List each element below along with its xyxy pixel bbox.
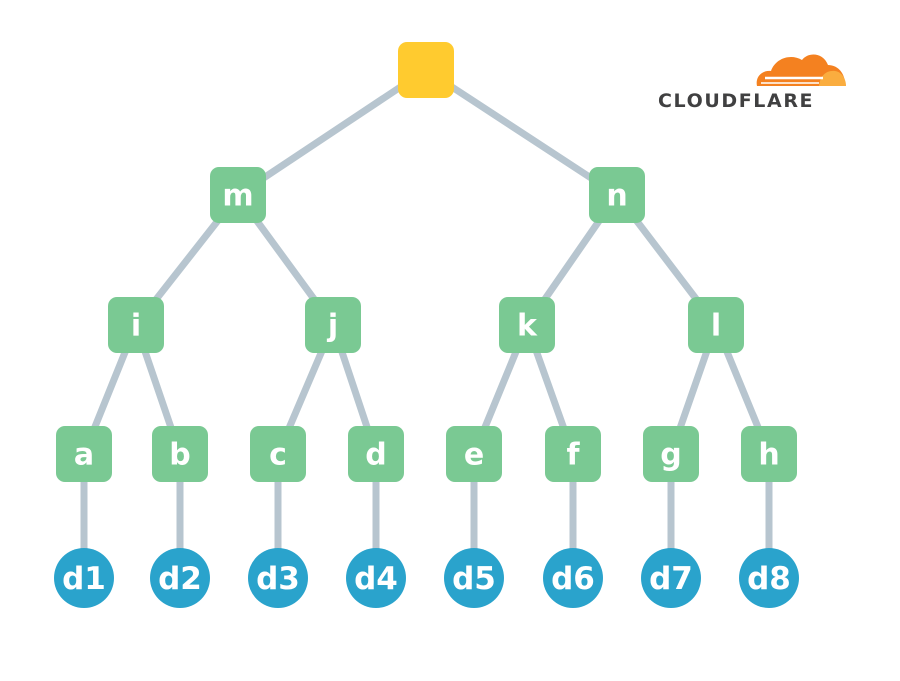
hash-node-n-label: n bbox=[606, 179, 627, 214]
data-block-d5-circle bbox=[444, 548, 504, 608]
hash-node-d-label: d bbox=[365, 438, 386, 473]
data-block-d1: d1 bbox=[54, 548, 114, 608]
hash-node-a: a bbox=[56, 426, 112, 482]
hash-node-f: f bbox=[545, 426, 601, 482]
hash-node-g: g bbox=[643, 426, 699, 482]
data-block-d8: d8 bbox=[739, 548, 799, 608]
data-block-d6: d6 bbox=[543, 548, 603, 608]
data-block-d1-label: d1 bbox=[62, 561, 106, 597]
hash-node-j-box bbox=[305, 297, 361, 353]
hash-node-i: i bbox=[108, 297, 164, 353]
tree-nodes: m n i j k l a b c d e f g h d1 d2 d3 d4 d5 d6 d7 d8 bbox=[54, 42, 799, 608]
hash-node-m-box bbox=[210, 167, 266, 223]
hash-node-m-label: m bbox=[222, 179, 253, 214]
data-block-d8-circle bbox=[739, 548, 799, 608]
hash-node-j-label: j bbox=[327, 309, 338, 344]
data-block-d6-label: d6 bbox=[551, 561, 595, 597]
hash-node-n-box bbox=[589, 167, 645, 223]
data-block-d3-label: d3 bbox=[256, 561, 300, 597]
data-block-d5: d5 bbox=[444, 548, 504, 608]
cloudflare-wordmark: CLOUDFLARE bbox=[658, 90, 815, 112]
hash-node-j: j bbox=[305, 297, 361, 353]
hash-node-b-box bbox=[152, 426, 208, 482]
hash-node-k-box bbox=[499, 297, 555, 353]
hash-node-h: h bbox=[741, 426, 797, 482]
edge-root-n bbox=[422, 66, 621, 199]
hash-node-i-label: i bbox=[131, 309, 141, 344]
data-block-d3-circle bbox=[248, 548, 308, 608]
hash-node-i-box bbox=[108, 297, 164, 353]
hash-node-k: k bbox=[499, 297, 555, 353]
data-block-d4: d4 bbox=[346, 548, 406, 608]
hash-node-c-label: c bbox=[269, 438, 287, 473]
hash-node-g-box bbox=[643, 426, 699, 482]
hash-node-d-box bbox=[348, 426, 404, 482]
data-block-d3: d3 bbox=[248, 548, 308, 608]
hash-node-a-box bbox=[56, 426, 112, 482]
cloudflare-logo: CLOUDFLARE bbox=[658, 44, 853, 114]
data-block-d4-label: d4 bbox=[354, 561, 398, 597]
hash-node-c: c bbox=[250, 426, 306, 482]
cloud-icon bbox=[756, 54, 846, 86]
data-block-d7-circle bbox=[641, 548, 701, 608]
hash-node-b: b bbox=[152, 426, 208, 482]
edge-root-m bbox=[234, 66, 430, 199]
hash-node-l-label: l bbox=[711, 309, 721, 344]
hash-node-b-label: b bbox=[169, 438, 190, 473]
hash-node-h-label: h bbox=[758, 438, 779, 473]
hash-node-a-label: a bbox=[74, 438, 94, 473]
hash-node-m: m bbox=[210, 167, 266, 223]
hash-node-c-box bbox=[250, 426, 306, 482]
hash-node-e-box bbox=[446, 426, 502, 482]
hash-node-k-label: k bbox=[517, 309, 538, 344]
data-block-d7-label: d7 bbox=[649, 561, 693, 597]
data-block-d2-circle bbox=[150, 548, 210, 608]
data-block-d1-circle bbox=[54, 548, 114, 608]
hash-node-f-box bbox=[545, 426, 601, 482]
data-block-d7: d7 bbox=[641, 548, 701, 608]
tree-edges bbox=[80, 66, 773, 582]
data-block-d2-label: d2 bbox=[158, 561, 202, 597]
hash-node-l-box bbox=[688, 297, 744, 353]
data-block-d4-circle bbox=[346, 548, 406, 608]
hash-node-d: d bbox=[348, 426, 404, 482]
hash-node-n: n bbox=[589, 167, 645, 223]
hash-node-e-label: e bbox=[464, 438, 484, 473]
hash-node-e: e bbox=[446, 426, 502, 482]
data-block-d5-label: d5 bbox=[452, 561, 496, 597]
root-hash-node-box bbox=[398, 42, 454, 98]
data-block-d8-label: d8 bbox=[747, 561, 791, 597]
hash-node-l: l bbox=[688, 297, 744, 353]
hash-node-f-label: f bbox=[566, 438, 580, 473]
hash-node-g-label: g bbox=[660, 438, 681, 473]
hash-node-h-box bbox=[741, 426, 797, 482]
data-block-d6-circle bbox=[543, 548, 603, 608]
data-block-d2: d2 bbox=[150, 548, 210, 608]
root-hash-node bbox=[398, 42, 454, 98]
